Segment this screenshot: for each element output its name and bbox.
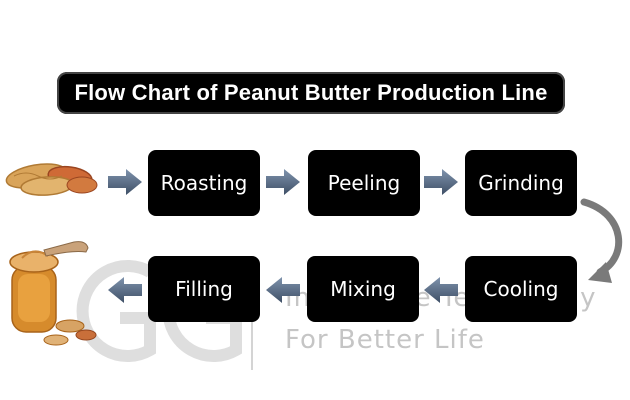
- step-label: Grinding: [478, 171, 564, 195]
- step-cooling: Cooling: [465, 256, 577, 322]
- diagram-title: Flow Chart of Peanut Butter Production L…: [74, 80, 548, 105]
- curved-arrow-head: [588, 262, 612, 283]
- step-label: Mixing: [330, 277, 396, 301]
- arrow-right-icon: [108, 169, 142, 195]
- step-mixing: Mixing: [307, 256, 419, 322]
- arrow-right-icon: [266, 169, 300, 195]
- step-grinding: Grinding: [465, 150, 577, 216]
- arrow-right-icon: [424, 169, 458, 195]
- arrow-left-icon: [266, 277, 300, 303]
- step-label: Peeling: [327, 171, 401, 195]
- watermark-line-2: For Better Life: [285, 325, 485, 355]
- step-filling: Filling: [148, 256, 260, 322]
- step-label: Roasting: [160, 171, 248, 195]
- step-label: Filling: [175, 277, 233, 301]
- step-peeling: Peeling: [308, 150, 420, 216]
- arrow-left-icon: [424, 277, 458, 303]
- step-roasting: Roasting: [148, 150, 260, 216]
- arrow-left-icon: [108, 277, 142, 303]
- curved-arrow-icon: [580, 198, 623, 276]
- step-label: Cooling: [483, 277, 559, 301]
- title-banner: Flow Chart of Peanut Butter Production L…: [57, 72, 565, 114]
